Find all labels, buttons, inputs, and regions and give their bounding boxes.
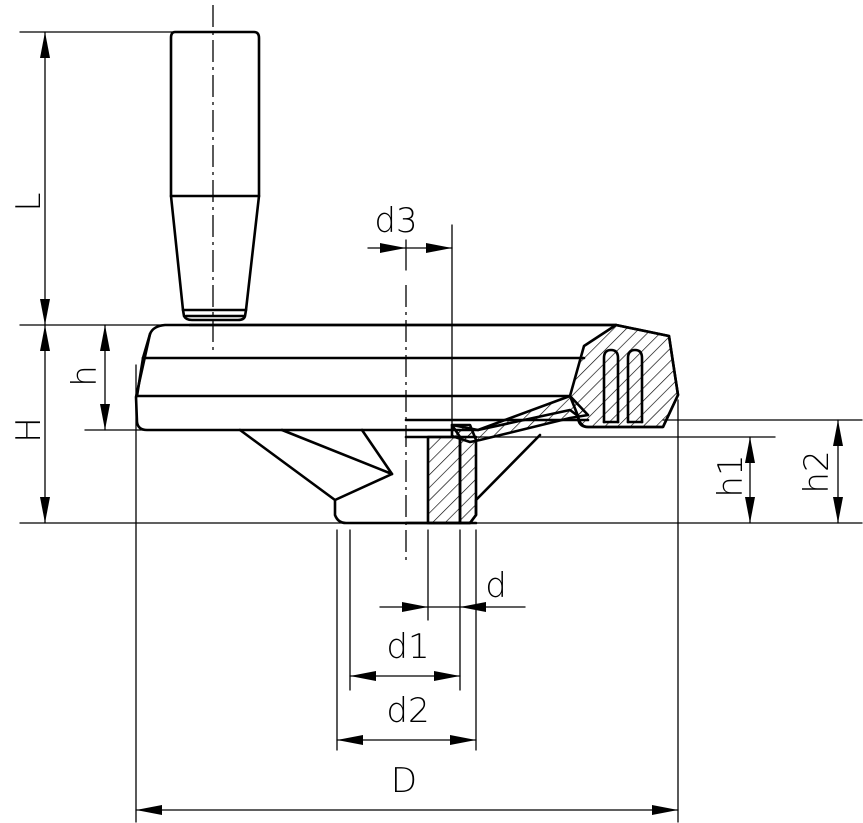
label-h1: h1 bbox=[711, 454, 751, 497]
label-L: L bbox=[9, 193, 49, 212]
dimension-labels: L H h h1 h2 d3 d d1 d2 D bbox=[9, 193, 837, 801]
center-lines bbox=[212, 5, 407, 560]
label-d1: d1 bbox=[386, 627, 429, 667]
handle-grip bbox=[169, 30, 261, 322]
rim-section bbox=[568, 323, 680, 429]
label-d3: d3 bbox=[374, 201, 417, 241]
label-d: d bbox=[485, 566, 507, 606]
label-h2: h2 bbox=[797, 450, 837, 493]
hub bbox=[238, 423, 542, 525]
label-H: H bbox=[9, 417, 49, 443]
wheel-rim bbox=[134, 323, 680, 432]
label-h: h bbox=[65, 365, 105, 387]
dimension-lines bbox=[19, 31, 863, 823]
label-D: D bbox=[391, 761, 417, 801]
web-section bbox=[404, 394, 590, 444]
label-d2: d2 bbox=[386, 691, 429, 731]
